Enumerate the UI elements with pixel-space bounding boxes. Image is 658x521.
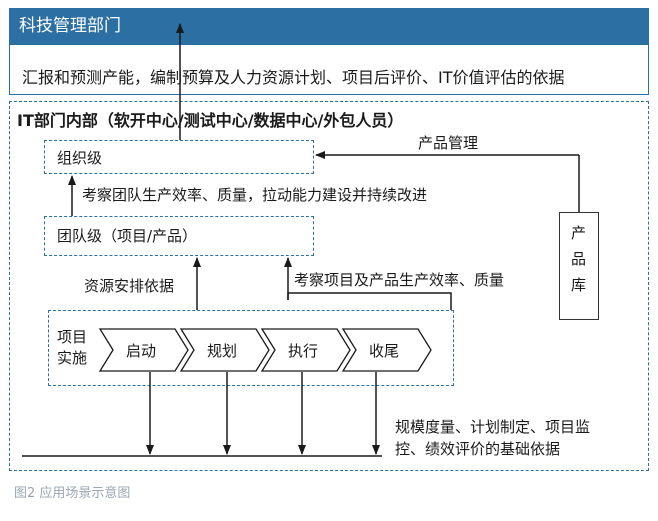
phase-label-close: 收尾 [369,342,399,360]
phase-chevron [341,328,432,372]
basis-note-line2: 控、绩效评价的基础依据 [395,440,561,458]
project-note: 考察项目及产品生产效率、质量 [294,271,505,289]
phase-chevron [260,328,351,372]
org-level-note: 考察团队生产效率、质量，拉动能力建设并持续改进 [82,186,428,204]
product-repository-char: 品 [571,250,587,268]
phase-chevron [98,328,189,372]
org-level-box: 组织级 [44,140,314,174]
basis-note-line1: 规模度量、计划制定、项目监 [395,418,591,436]
resource-note: 资源安排依据 [84,277,175,295]
it-department-title: IT部门内部（软开中心/测试中心/数据中心/外包人员） [17,111,404,130]
product-repository-box: 产 品 库 [559,212,599,320]
management-header: 科技管理部门 [9,8,649,45]
impl-label-line2: 实施 [57,349,88,367]
it-department-section [9,101,649,471]
team-level-label: 团队级（项目/产品） [57,227,198,245]
figure-caption: 图2 应用场景示意图 [14,486,131,501]
phase-chevron [179,328,270,372]
product-repository-char: 产 [571,224,587,242]
org-level-label: 组织级 [57,149,103,167]
product-management-label: 产品管理 [418,134,479,152]
phase-label-execute: 执行 [288,342,318,360]
project-note-bracket [287,292,452,310]
phase-label-start: 启动 [126,342,156,360]
management-description: 汇报和预测产能，编制预算及人力资源计划、项目后评价、IT价值评估的依据 [22,68,565,87]
product-repository-char: 库 [571,276,587,294]
management-title: 科技管理部门 [19,16,121,36]
phase-label-plan: 规划 [207,342,237,360]
project-implementation-box: 项目 实施 [48,310,454,386]
impl-label-line1: 项目 [57,328,88,346]
team-level-box: 团队级（项目/产品） [44,216,314,256]
